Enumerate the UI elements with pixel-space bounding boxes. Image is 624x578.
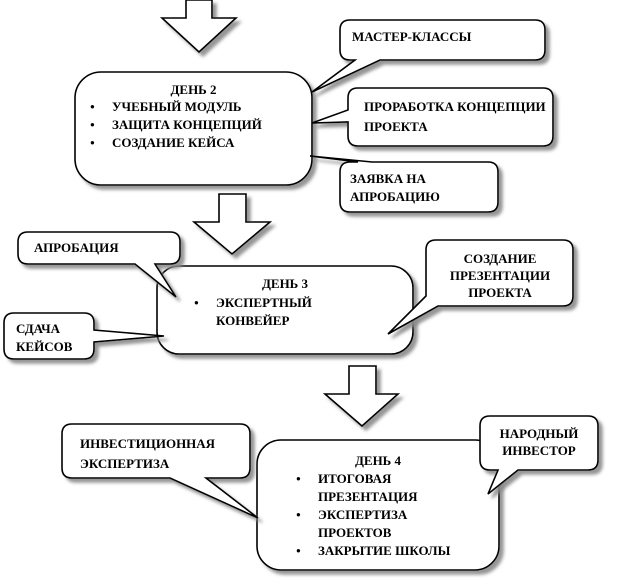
callout-people-investor-shape [479, 415, 599, 495]
day2-item: СОЗДАНИЕ КЕЙСА [86, 134, 308, 152]
callout-investment-expertise-shape [61, 423, 259, 519]
day3-list: ЭКСПЕРТНЫЙ КОНВЕЙЕР [190, 294, 340, 330]
day2-list: УЧЕБНЫЙ МОДУЛЬ ЗАЩИТА КОНЦЕПЦИЙ СОЗДАНИЕ… [86, 98, 308, 152]
callout-investment-expertise: ИНВЕСТИЦИОННАЯ ЭКСПЕРТИЗА [80, 436, 216, 471]
day4-title: ДЕНЬ 4 [354, 453, 402, 468]
callout-concept-dev-shape [311, 87, 554, 147]
callout-presentation-creation: СОЗДАНИЕ ПРЕЗЕНТАЦИИ ПРОЕКТА [449, 251, 551, 300]
callout-master-classes: МАСТЕР-КЛАССЫ [352, 29, 472, 44]
day4-item: ИТОГОВАЯ ПРЕЗЕНТАЦИЯ [292, 470, 462, 506]
callout-approbation: АПРОБАЦИЯ [34, 240, 119, 255]
day4-list: ИТОГОВАЯ ПРЕЗЕНТАЦИЯ ЭКСПЕРТИЗА ПРОЕКТОВ… [292, 470, 462, 560]
day4-item: ЗАКРЫТИЕ ШКОЛЫ [292, 542, 462, 560]
day3-item: ЭКСПЕРТНЫЙ КОНВЕЙЕР [190, 294, 340, 330]
callout-presentation-creation-shape [387, 239, 574, 335]
callout-master-classes-shape [311, 19, 546, 93]
day2-item: УЧЕБНЫЙ МОДУЛЬ [86, 98, 308, 116]
day2-item: ЗАЩИТА КОНЦЕПЦИЙ [86, 116, 308, 134]
callout-people-investor: НАРОДНЫЙ ИНВЕСТОР [499, 426, 579, 458]
callout-concept-dev: ПРОРАБОТКА КОНЦЕПЦИИ ПРОЕКТА [364, 99, 546, 134]
callout-cases-submission-shape [3, 312, 165, 360]
arrow-down-1 [159, 0, 239, 54]
callout-approbation-request: ЗАЯВКА НА АПРОБАЦИЮ [350, 171, 440, 204]
arrow-down-2 [191, 193, 273, 256]
arrow-down-3 [322, 365, 401, 428]
callout-approbation-shape [17, 231, 181, 298]
callout-approbation-request-shape [309, 155, 499, 213]
day2-title: ДЕНЬ 2 [170, 82, 217, 97]
day3-title: ДЕНЬ 3 [261, 276, 309, 291]
callout-cases-submission: СДАЧА КЕЙСОВ [16, 321, 73, 354]
day4-item: ЭКСПЕРТИЗА ПРОЕКТОВ [292, 506, 462, 542]
